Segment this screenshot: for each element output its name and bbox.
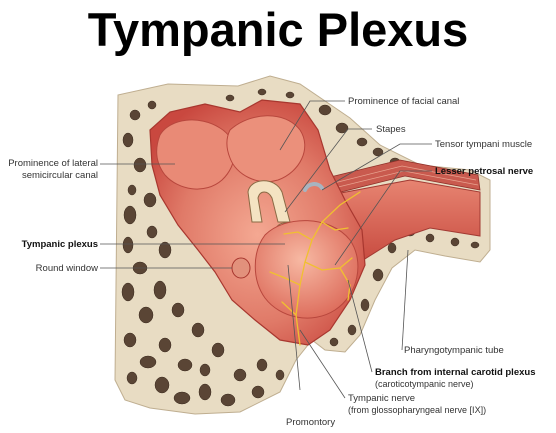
label-tympanic-nerve-1: Tympanic nerve bbox=[348, 393, 415, 404]
round-window bbox=[231, 257, 251, 279]
label-prominence-lateral-2: semicircular canal bbox=[22, 170, 98, 181]
label-pharyngotympanic-tube: Pharyngotympanic tube bbox=[404, 345, 504, 356]
label-tympanic-plexus: Tympanic plexus bbox=[22, 239, 98, 250]
label-stapes: Stapes bbox=[376, 124, 406, 135]
label-branch-carotid-2: (caroticotympanic nerve) bbox=[375, 379, 474, 389]
leader-lines bbox=[100, 100, 432, 399]
label-tympanic-nerve-2: (from glossopharyngeal nerve [IX]) bbox=[348, 405, 486, 415]
lateral-semicircular-prominence bbox=[156, 119, 235, 190]
pharyngotympanic-tube bbox=[329, 179, 481, 263]
page-title: Tympanic Plexus bbox=[87, 3, 469, 56]
label-promontory: Promontory bbox=[286, 417, 335, 428]
label-round-window: Round window bbox=[36, 263, 98, 274]
label-prominence-lateral-1: Prominence of lateral bbox=[8, 158, 98, 169]
tympanic-plexus-nerves bbox=[269, 191, 361, 346]
label-lesser-petrosal: Lesser petrosal nerve bbox=[435, 166, 533, 177]
label-prominence-facial-canal: Prominence of facial canal bbox=[348, 96, 459, 107]
tensor-tympani-tendon bbox=[303, 182, 324, 192]
label-branch-carotid-1: Branch from internal carotid plexus bbox=[375, 367, 535, 378]
facial-canal-prominence bbox=[226, 115, 306, 182]
label-tensor-tympani: Tensor tympani muscle bbox=[435, 139, 532, 150]
promontory bbox=[254, 220, 359, 319]
